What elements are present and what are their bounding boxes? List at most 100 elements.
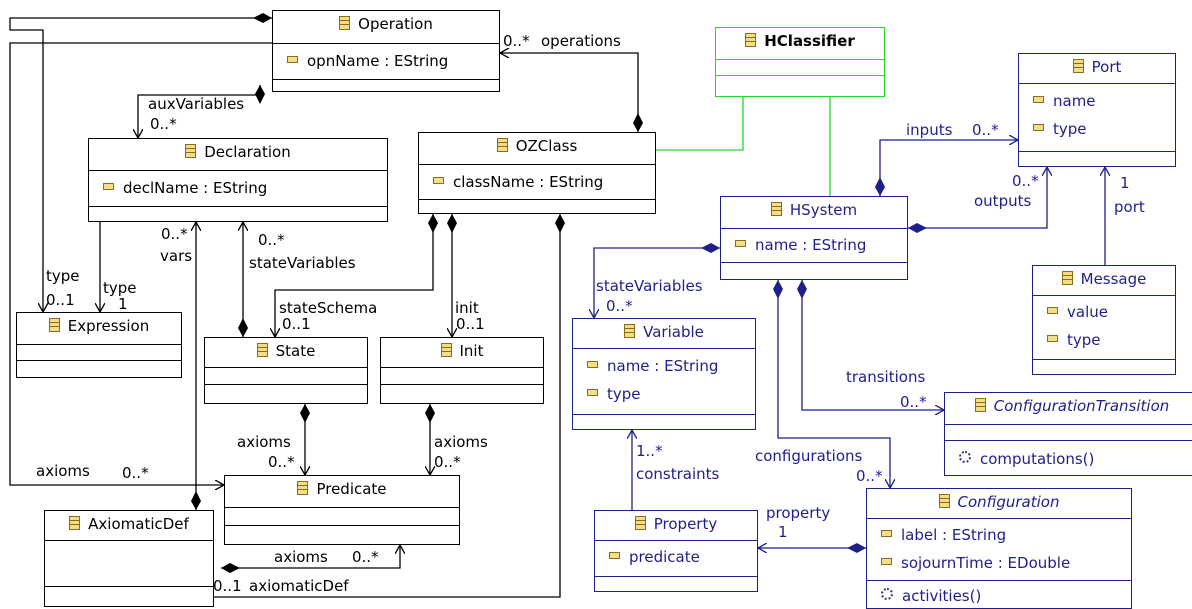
label-init-axioms: axioms xyxy=(434,433,488,451)
attribute-label: sojournTime : EDouble xyxy=(901,554,1071,572)
label-state-axioms-multiplicity: 0..* xyxy=(268,453,295,471)
class-configurationtransition[interactable]: ConfigurationTransition computations() xyxy=(944,392,1192,476)
class-property-name: Property xyxy=(653,515,718,533)
class-message-header: Message xyxy=(1033,266,1175,296)
class-configurationtransition-header: ConfigurationTransition xyxy=(945,393,1192,425)
class-variable[interactable]: Variable name : EString type xyxy=(572,318,756,430)
attribute-icon xyxy=(1047,307,1058,314)
attribute-row[interactable]: declName : EString xyxy=(89,174,387,202)
attribute-row[interactable]: opnName : EString xyxy=(273,47,499,75)
class-variable-name: Variable xyxy=(643,323,704,341)
attribute-row[interactable]: sojournTime : EDouble xyxy=(867,549,1131,577)
edge-ozclass-generalization xyxy=(656,96,743,151)
class-hsystem[interactable]: HSystem name : EString xyxy=(720,196,908,280)
attribute-label: type xyxy=(1053,120,1087,138)
attribute-icon xyxy=(587,361,598,368)
attribute-icon xyxy=(1047,335,1058,342)
label-operation-axioms: axioms xyxy=(36,462,90,480)
label-outputs: outputs xyxy=(974,192,1032,210)
label-operations-multiplicity: 0..* xyxy=(503,32,530,50)
label-vars-multiplicity: 0..* xyxy=(161,225,188,243)
label-stateschema-multiplicity: 0..1 xyxy=(282,315,311,333)
class-state[interactable]: State xyxy=(204,337,368,404)
class-init[interactable]: Init xyxy=(380,337,544,404)
attribute-label: className : EString xyxy=(453,173,604,191)
class-configuration[interactable]: Configuration label : EString sojournTim… xyxy=(866,488,1132,609)
label-declaration-statevariables-multiplicity: 0..* xyxy=(258,231,285,249)
attribute-row[interactable]: type xyxy=(1019,115,1175,143)
class-init-header: Init xyxy=(381,338,543,368)
class-axiomaticdef-attributes xyxy=(45,541,213,587)
attribute-row[interactable]: name : EString xyxy=(721,231,907,259)
operation-row[interactable]: activities() xyxy=(867,582,1131,608)
class-icon xyxy=(938,494,950,508)
attribute-row[interactable]: value xyxy=(1033,298,1175,326)
class-expression[interactable]: Expression xyxy=(16,312,182,378)
attribute-row[interactable]: label : EString xyxy=(867,521,1131,549)
class-predicate[interactable]: Predicate xyxy=(224,475,460,545)
attribute-label: opnName : EString xyxy=(307,52,449,70)
attribute-icon xyxy=(609,552,620,559)
class-property-attributes: predicate xyxy=(595,541,757,577)
label-axiomaticdef-axioms-multiplicity: 0..* xyxy=(352,548,379,566)
class-message-attributes: value type xyxy=(1033,296,1175,360)
label-axiomaticdef-multiplicity: 0..1 xyxy=(213,577,242,595)
attribute-icon xyxy=(433,177,444,184)
attribute-icon xyxy=(287,56,298,63)
class-expression-header: Expression xyxy=(17,313,181,345)
class-message-name: Message xyxy=(1080,270,1147,288)
attribute-row[interactable]: className : EString xyxy=(419,168,655,196)
attribute-icon xyxy=(587,389,598,396)
attribute-icon xyxy=(1033,124,1044,131)
attribute-row[interactable]: type xyxy=(1033,326,1175,354)
class-port-header: Port xyxy=(1019,54,1175,84)
label-inputs-multiplicity: 0..* xyxy=(972,121,999,139)
operation-label: activities() xyxy=(902,587,982,605)
attribute-icon xyxy=(881,558,892,565)
label-constraints: constraints xyxy=(636,465,720,483)
attribute-row[interactable]: name : EString xyxy=(573,352,755,380)
operation-row[interactable]: computations() xyxy=(945,445,1192,473)
class-operation[interactable]: Operation opnName : EString xyxy=(272,10,500,92)
class-declaration[interactable]: Declaration declName : EString xyxy=(88,138,388,222)
label-auxvariables: auxVariables xyxy=(148,95,245,113)
class-icon xyxy=(974,398,986,412)
label-property: property xyxy=(766,504,831,522)
class-icon xyxy=(745,33,757,47)
attribute-row[interactable]: type xyxy=(573,380,755,408)
attribute-label: name xyxy=(1053,92,1096,110)
label-expression-type-2: type xyxy=(103,279,137,297)
edge-operation-axioms xyxy=(9,42,272,485)
label-stateschema: stateSchema xyxy=(279,299,378,317)
operation-icon xyxy=(881,588,893,600)
class-configurationtransition-name: ConfigurationTransition xyxy=(993,397,1170,415)
class-ozclass[interactable]: OZClass className : EString xyxy=(418,132,656,214)
label-init-multiplicity: 0..1 xyxy=(456,315,485,333)
class-hclassifier-attributes xyxy=(716,60,884,76)
class-variable-header: Variable xyxy=(573,319,755,349)
label-transitions-multiplicity: 0..* xyxy=(900,393,927,411)
class-hsystem-name: HSystem xyxy=(789,201,858,219)
class-icon xyxy=(48,318,60,332)
class-expression-attributes xyxy=(17,345,181,361)
class-port[interactable]: Port name type xyxy=(1018,53,1176,167)
class-axiomaticdef[interactable]: AxiomaticDef xyxy=(44,510,214,607)
class-declaration-attributes: declName : EString xyxy=(89,171,387,207)
class-hclassifier[interactable]: HClassifier xyxy=(715,27,885,97)
class-configuration-attributes: label : EString sojournTime : EDouble xyxy=(867,519,1131,581)
attribute-row[interactable]: predicate xyxy=(595,543,757,571)
class-message[interactable]: Message value type xyxy=(1032,265,1176,375)
class-icon xyxy=(297,481,309,495)
label-declaration-statevariables: stateVariables xyxy=(249,254,356,272)
attribute-label: type xyxy=(1067,331,1101,349)
class-operation-name: Operation xyxy=(358,15,433,33)
class-state-name: State xyxy=(275,342,316,360)
attribute-icon xyxy=(735,240,746,247)
class-property[interactable]: Property predicate xyxy=(594,510,758,592)
class-expression-name: Expression xyxy=(67,317,150,335)
label-constraints-multiplicity: 1..* xyxy=(636,442,663,460)
class-operation-attributes: opnName : EString xyxy=(273,44,499,80)
attribute-row[interactable]: name xyxy=(1019,87,1175,115)
label-configurations-multiplicity: 0..* xyxy=(856,467,883,485)
